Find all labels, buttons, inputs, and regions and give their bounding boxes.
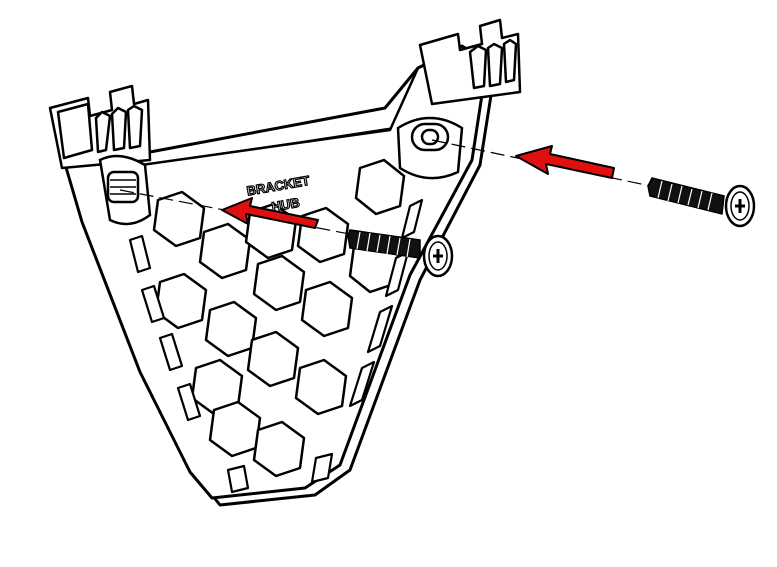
right-clip: [418, 18, 522, 106]
hex-cell: [300, 280, 354, 338]
bracket-label-line2: HUB: [270, 195, 300, 215]
hex-cell: [246, 330, 300, 388]
screw-right: [647, 177, 756, 228]
hex-cell: [294, 358, 348, 416]
right-mounting-slot: [396, 116, 464, 180]
hex-cell: [198, 222, 252, 280]
hex-cell: [152, 190, 206, 248]
red-arrow-icon: [515, 145, 615, 179]
hex-cell: [252, 420, 306, 478]
screw-left: [347, 229, 454, 278]
left-mounting-slot: [98, 154, 152, 226]
insertion-arrows: [221, 145, 615, 229]
hex-cell: [252, 254, 306, 312]
left-clip: [48, 84, 152, 170]
red-arrow-icon: [221, 197, 319, 229]
side-slots: [128, 198, 424, 494]
hex-cell: [354, 158, 406, 216]
